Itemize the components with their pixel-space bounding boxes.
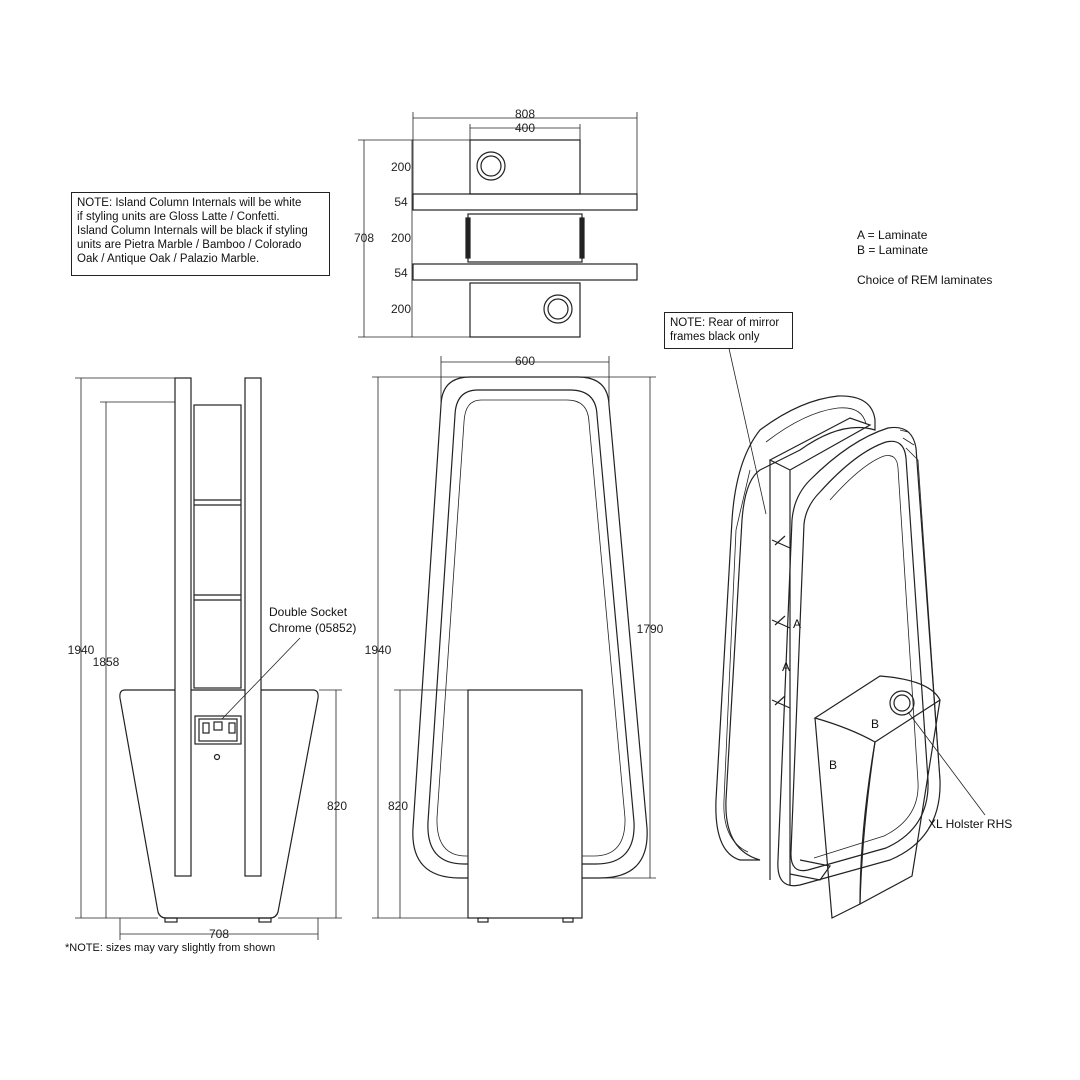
legend-b: B = Laminate xyxy=(857,243,929,257)
socket-label-line1: Double Socket xyxy=(269,605,348,619)
front-base-body[interactable] xyxy=(467,689,583,919)
iso-label-b-top: B xyxy=(871,717,879,731)
side-base-body xyxy=(119,689,319,919)
iso-base-front-face xyxy=(814,717,876,919)
holster-leader-line xyxy=(907,711,986,816)
dim-plan-section-2: 200 xyxy=(391,231,411,245)
dim-plan-width-outer: 808 xyxy=(515,107,535,121)
dim-plan-section-1: 200 xyxy=(391,160,411,174)
column-note-line-5: Oak / Antique Oak / Palazio Marble. xyxy=(77,253,260,265)
side-column-left xyxy=(174,377,192,877)
iso-label-a-lower: A xyxy=(782,660,790,674)
plan-view xyxy=(412,139,638,338)
plan-holster-top-icon xyxy=(476,151,506,181)
side-elevation xyxy=(119,377,319,923)
socket-switch-left-icon xyxy=(202,722,210,734)
plan-block-top xyxy=(469,139,581,195)
iso-holster-icon xyxy=(889,690,915,716)
column-note-line-3: Island Column Internals will be black if… xyxy=(77,225,308,237)
dim-side-base-width: 708 xyxy=(209,927,229,941)
front-elevation xyxy=(412,376,648,923)
iso-label-b-front: B xyxy=(829,758,837,772)
plan-dimension-lines xyxy=(358,112,638,338)
socket-switch-right-icon xyxy=(228,722,236,734)
column-note-line-2: if styling units are Gloss Latte / Confe… xyxy=(77,211,280,223)
front-mirror-frame-inner xyxy=(427,389,635,865)
dim-plan-shelf-1: 54 xyxy=(394,195,408,209)
plan-block-middle xyxy=(467,213,583,263)
side-shelf-unit xyxy=(193,404,242,689)
socket-label-line2: Chrome (05852) xyxy=(269,621,356,635)
column-note-line-1: NOTE: Island Column Internals will be wh… xyxy=(77,197,302,209)
column-internals-note: NOTE: Island Column Internals will be wh… xyxy=(71,192,330,276)
dim-front-base-height: 820 xyxy=(388,799,408,813)
dim-plan-section-3: 200 xyxy=(391,302,411,316)
dim-side-column-height: 1858 xyxy=(93,655,120,669)
plan-block-bottom xyxy=(469,282,581,338)
iso-rear-mirror-frame-outer xyxy=(715,395,876,861)
dim-plan-depth: 708 xyxy=(354,231,374,245)
legend-a: A = Laminate xyxy=(857,228,928,242)
mirror-frames-note: NOTE: Rear of mirror frames black only xyxy=(664,312,793,349)
mirror-note-leader xyxy=(727,343,767,515)
dim-mirror-width: 600 xyxy=(515,354,535,368)
holster-label: XL Holster RHS xyxy=(928,817,1012,831)
isometric-view xyxy=(715,395,941,919)
iso-shelf-unit xyxy=(768,417,872,471)
mirror-note-line-1: NOTE: Rear of mirror xyxy=(670,317,780,329)
socket-leader-line xyxy=(221,637,301,720)
iso-front-mirror-frame-inner xyxy=(790,440,929,872)
dim-front-total-height: 1940 xyxy=(365,643,392,657)
side-dimension-lines xyxy=(75,377,342,940)
side-column-right xyxy=(244,377,262,877)
dim-side-base-height: 820 xyxy=(327,799,347,813)
mirror-note-line-2: frames black only xyxy=(670,331,760,343)
socket-plate xyxy=(194,715,242,745)
iso-front-mirror-frame-outer xyxy=(777,426,941,887)
plan-holster-bottom-icon xyxy=(543,294,573,324)
dim-plan-width-inner: 400 xyxy=(515,121,535,135)
dim-side-total-height: 1940 xyxy=(68,643,95,657)
legend-choice: Choice of REM laminates xyxy=(857,273,993,287)
front-dimension-lines xyxy=(372,356,656,919)
dim-plan-shelf-2: 54 xyxy=(394,266,408,280)
iso-base-side-face xyxy=(859,699,941,906)
sizes-note: *NOTE: sizes may vary slightly from show… xyxy=(65,942,276,954)
dim-front-mirror-height: 1790 xyxy=(637,622,664,636)
plan-shelf-1 xyxy=(412,193,638,211)
column-note-line-4: units are Pietra Marble / Bamboo / Color… xyxy=(77,239,302,251)
plan-shelf-2 xyxy=(412,263,638,281)
iso-label-a-upper: A xyxy=(793,617,801,631)
